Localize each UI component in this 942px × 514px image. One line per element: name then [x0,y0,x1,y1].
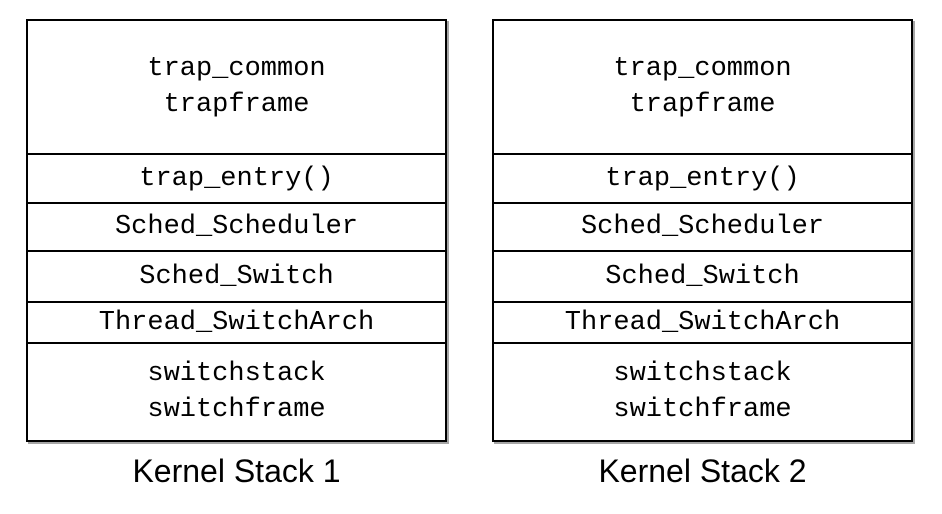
frame-label: Sched_Switch [139,261,334,292]
frame-switchstack: switchstack switchframe [494,342,911,440]
stack-box-1: trap_common trapframe trap_entry() Sched… [26,19,447,442]
frame-label: trapframe [163,90,310,120]
kernel-stack-1: trap_common trapframe trap_entry() Sched… [26,19,447,490]
stack-caption-2: Kernel Stack 2 [598,453,807,489]
frame-sched-switch: Sched_Switch [28,250,445,301]
frame-sched-scheduler: Sched_Scheduler [494,202,911,250]
frame-sched-switch: Sched_Switch [494,250,911,301]
frame-label: Sched_Switch [605,261,800,292]
frame-sched-scheduler: Sched_Scheduler [28,202,445,250]
frame-label: trap_entry() [605,163,800,194]
frame-label: switchframe [613,395,792,425]
frame-label: Sched_Scheduler [114,212,359,242]
frame-label: switchstack [613,359,792,389]
frame-label: switchframe [147,395,326,425]
frame-label: trap_common [613,54,792,84]
frame-label: Thread_SwitchArch [564,307,841,338]
frame-label: trap_common [147,54,326,84]
frame-label: switchstack [147,359,326,389]
frame-trap-common: trap_common trapframe [28,21,445,153]
stack-box-2: trap_common trapframe trap_entry() Sched… [492,19,913,442]
kernel-stack-2: trap_common trapframe trap_entry() Sched… [492,19,913,490]
frame-label: trap_entry() [139,163,334,194]
frame-trap-common: trap_common trapframe [494,21,911,153]
frame-label: Thread_SwitchArch [98,307,375,338]
frame-label: Sched_Scheduler [580,212,825,242]
frame-trap-entry: trap_entry() [28,153,445,202]
frame-thread-switcharch: Thread_SwitchArch [494,301,911,342]
stack-caption-1: Kernel Stack 1 [132,453,341,489]
frame-trap-entry: trap_entry() [494,153,911,202]
frame-thread-switcharch: Thread_SwitchArch [28,301,445,342]
frame-label: trapframe [629,90,776,120]
frame-switchstack: switchstack switchframe [28,342,445,440]
